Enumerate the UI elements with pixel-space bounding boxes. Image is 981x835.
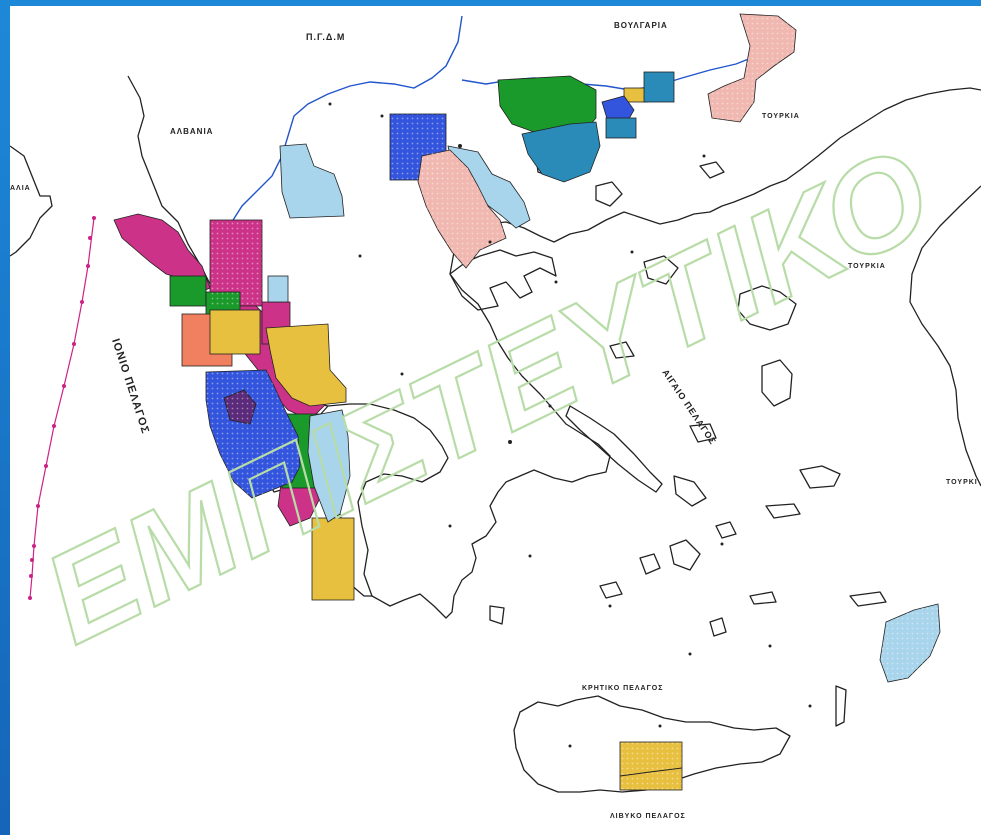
crete [513,695,791,793]
block-lightblue-western-sea [307,409,351,523]
ikaria [765,503,801,519]
label-turkey-east: ΤΟΥΡΚΙ [946,479,978,486]
skyros [689,423,717,443]
block-green-epirus [169,275,207,307]
block-lightblue-small-epirus [267,275,289,303]
label-libyan-sea: ΛΙΒΥΚΟ ΠΕΛΑΓΟΣ [610,813,686,820]
northern-border [227,15,463,229]
greece-exploration-map: Π.Γ.Δ.Μ ΒΟΥΛΓΑΡΙΑ ΑΛΒΑΝΙΑ ΑΛΙΑ ΤΟΥΡΚΙΑ Τ… [10,13,981,820]
ionian-boundary [28,216,96,600]
asia-minor-coast [909,185,981,487]
block-yellow-central [265,323,347,407]
label-bulgaria: ΒΟΥΛΓΑΡΙΑ [614,21,668,30]
lemnos [643,255,679,285]
santorini [709,617,727,637]
map-sheet: Π.Γ.Δ.Μ ΒΟΥΛΓΑΡΙΑ ΑΛΒΑΝΙΑ ΑΛΙΑ ΤΟΥΡΚΙΑ Τ… [10,6,981,835]
naxos [669,539,701,571]
block-textures [206,14,940,790]
karpathos [835,685,847,727]
samos [799,465,841,489]
block-teal-thrace-small [605,117,637,139]
label-turkey-north: ΤΟΥΡΚΙΑ [762,113,800,120]
label-italy: ΑΛΙΑ [10,185,31,192]
italy-coast [10,145,53,257]
thasos [595,181,623,207]
kos [849,591,887,607]
tinos [715,521,737,539]
crete-inner-coast [619,767,683,777]
andros [673,475,707,507]
sporades [609,341,635,359]
kythera [489,605,505,625]
block-lightblue-kozani [279,143,345,219]
city-dots [328,102,812,748]
euboea [565,405,663,493]
block-teal-alexandroupoli [643,71,675,103]
milos [599,581,623,599]
block-teal-kavala [521,121,601,183]
block-yellow-peloponnese [311,517,355,601]
label-ionian-sea: ΙΟΝΙΟ ΠΕΛΑΓΟΣ [109,337,151,435]
label-turkey-mid: ΤΟΥΡΚΙΑ [848,263,886,270]
lesbos [737,285,797,331]
chalkidiki [449,249,557,311]
label-cretan-sea: ΚΡΗΤΙΚΟ ΠΕΛΑΓΟΣ [582,685,663,692]
amorgos [749,591,777,605]
chios [761,359,793,407]
label-fyrom: Π.Γ.Δ.Μ [306,32,345,42]
block-yellow-aitoloakarnania [209,309,261,355]
paros [639,553,661,575]
label-albania: ΑΛΒΑΝΙΑ [170,127,213,136]
samothrace [699,161,725,179]
